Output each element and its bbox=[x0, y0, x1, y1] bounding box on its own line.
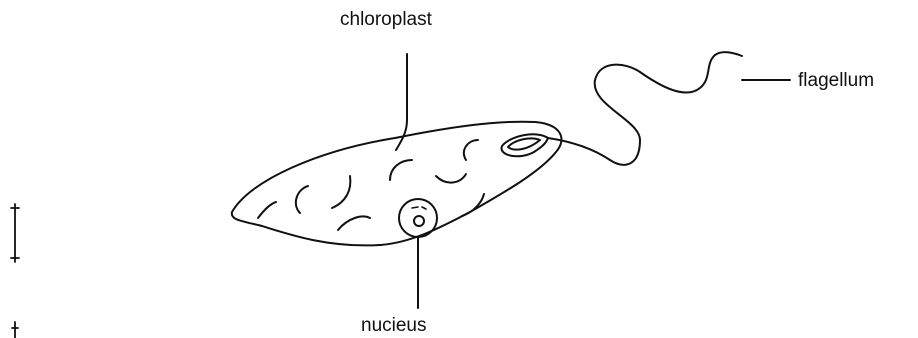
flagellum bbox=[548, 52, 742, 165]
scale-bar bbox=[11, 204, 19, 262]
chloroplast-2 bbox=[296, 186, 308, 213]
chloroplast-label: chloroplast bbox=[340, 10, 432, 29]
flagellum-label: flagellum bbox=[798, 71, 874, 90]
chloroplast-3 bbox=[332, 176, 350, 208]
chloroplasts bbox=[258, 140, 484, 230]
nucleus-outline bbox=[399, 199, 437, 237]
chloroplast-4 bbox=[338, 217, 370, 231]
nucleolus bbox=[414, 216, 424, 226]
scale-mark bbox=[12, 322, 18, 338]
reservoir-inner bbox=[508, 138, 540, 149]
chloroplast-6 bbox=[436, 174, 466, 183]
nucleus-label: nucieus bbox=[361, 316, 427, 335]
chloroplast-7 bbox=[464, 140, 478, 160]
chloroplast-5 bbox=[390, 160, 412, 180]
nucleus-dashes bbox=[412, 207, 426, 209]
chloroplast-1 bbox=[258, 202, 276, 218]
cell-body-outline bbox=[232, 122, 562, 246]
nucleus bbox=[399, 199, 437, 237]
